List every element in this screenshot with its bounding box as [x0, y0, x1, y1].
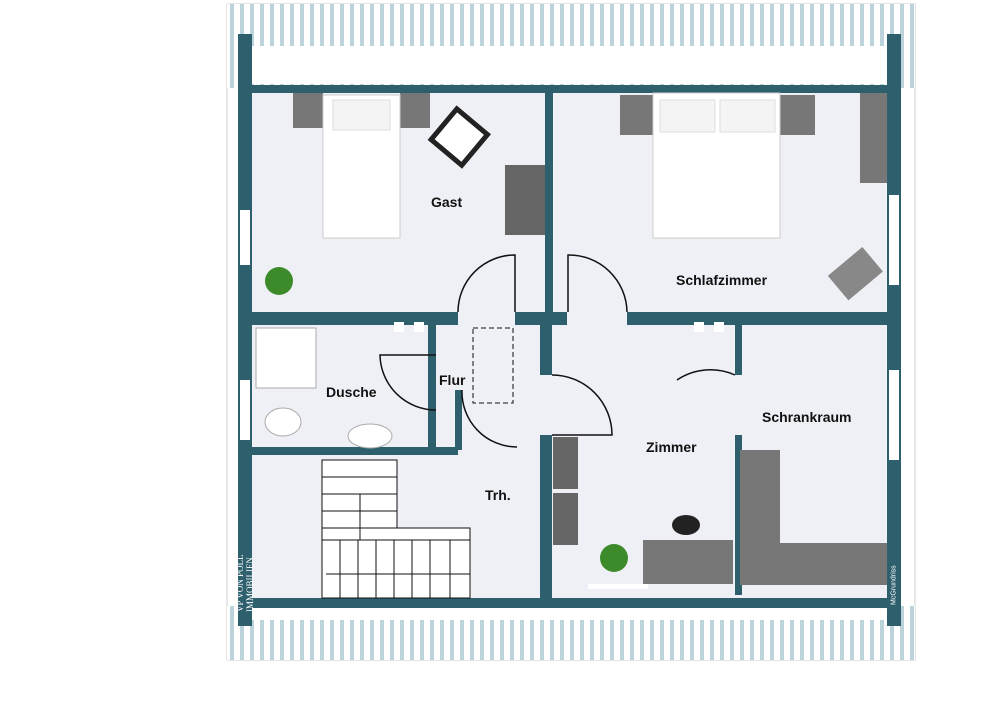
- walls: [238, 34, 901, 626]
- room-label-zimmer: Zimmer: [646, 439, 697, 455]
- room-label-schrankraum: Schrankraum: [762, 409, 852, 425]
- furniture: [255, 92, 887, 585]
- room-label-dusche: Dusche: [326, 384, 377, 400]
- staircase: [321, 459, 471, 599]
- door-swings: [379, 254, 736, 448]
- room-label-flur: Flur: [439, 372, 466, 388]
- room-label-schlafzimmer: Schlafzimmer: [676, 272, 768, 288]
- room-label-treppenhaus: Trh.: [485, 487, 511, 503]
- von-poll-logo: VP VON POLL IMMOBILIEN: [235, 540, 255, 612]
- room-label-gast: Gast: [431, 194, 463, 210]
- credit-mcgrundriss: McGrundriss: [888, 555, 900, 615]
